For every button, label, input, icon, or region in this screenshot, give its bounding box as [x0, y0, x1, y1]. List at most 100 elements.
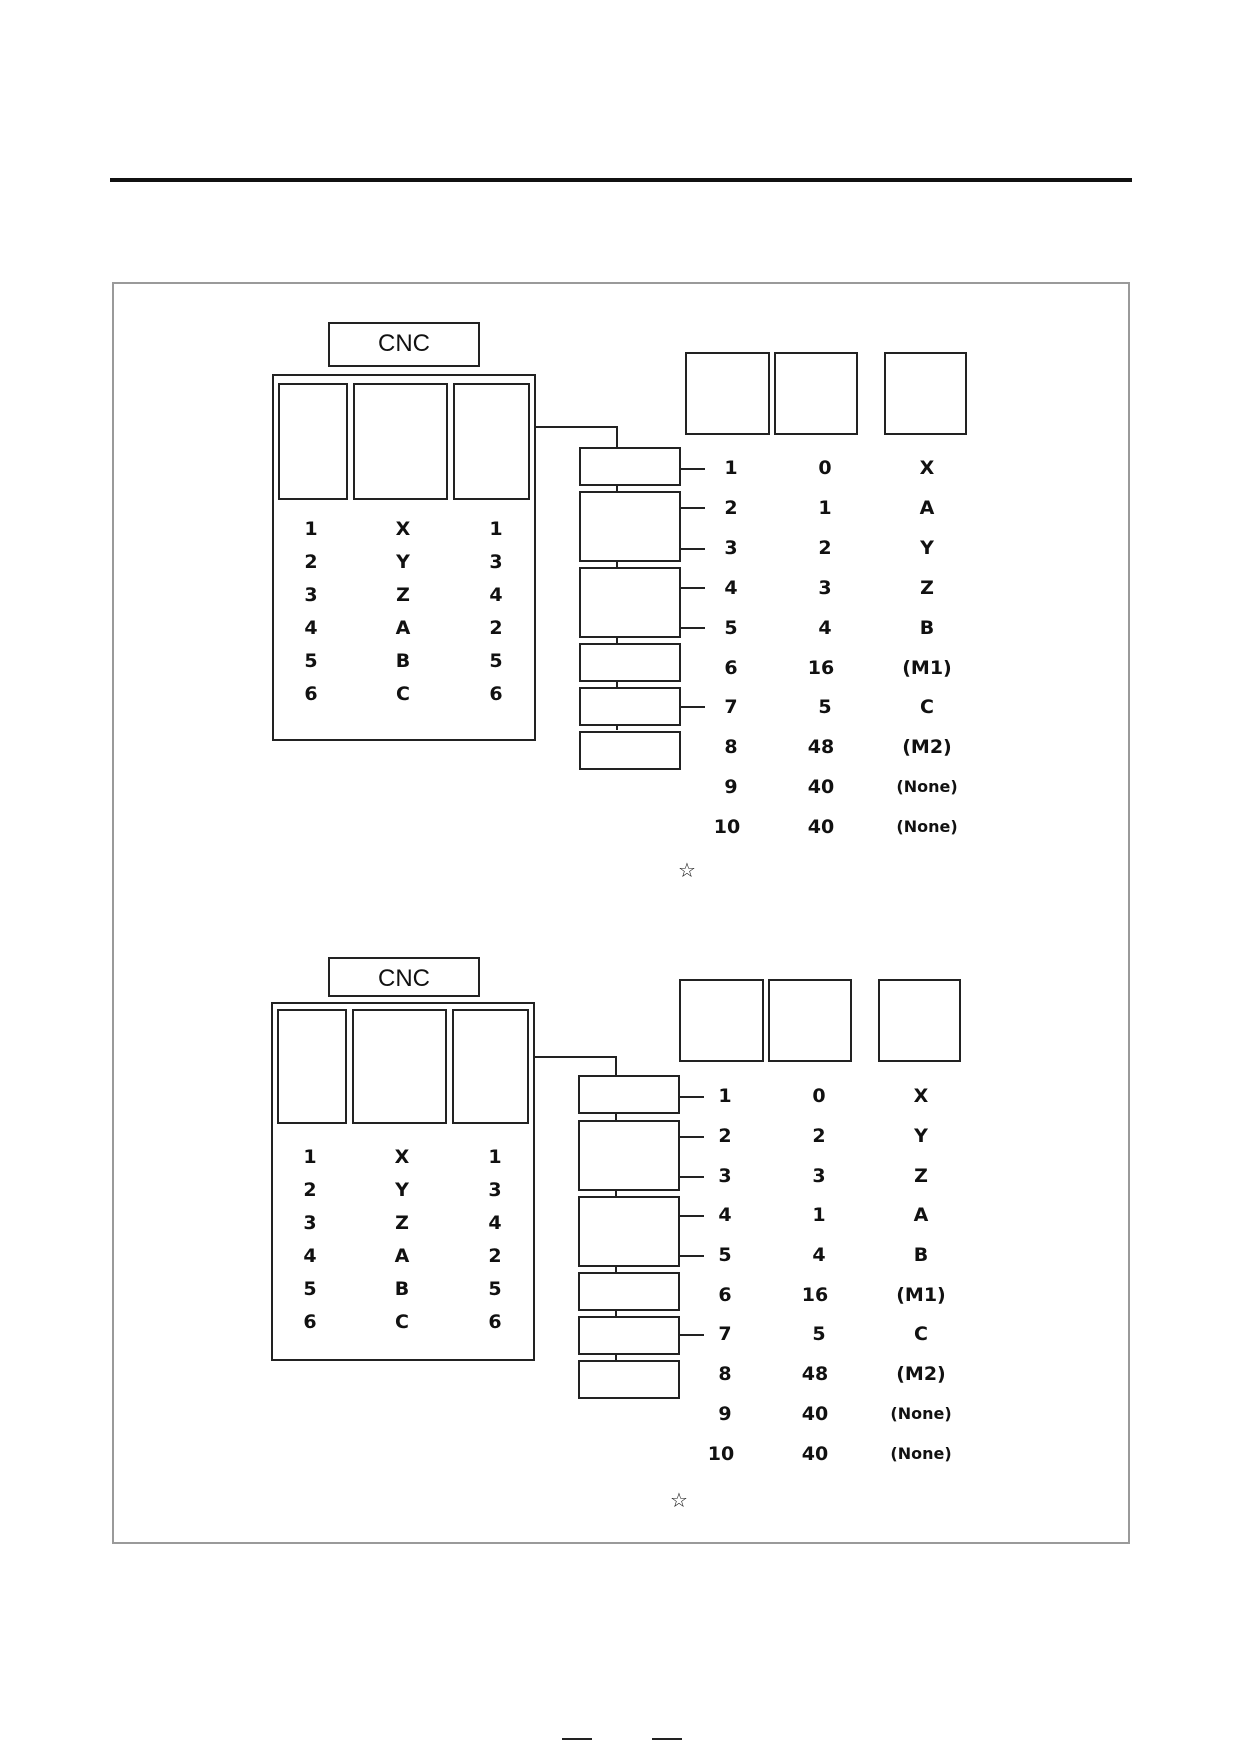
footer-dash-left	[562, 1738, 592, 1740]
axis-col3-2: Y	[914, 1125, 928, 1147]
axis-col1-7: 7	[724, 696, 738, 718]
amp-box-2	[579, 491, 681, 562]
axis-col3-8: (M2)	[902, 736, 952, 758]
cnc-col3-4: 2	[489, 617, 503, 639]
cnc-col2-2: Y	[396, 551, 410, 573]
cnc-col3-6: 6	[488, 1311, 502, 1333]
tick-3	[681, 548, 705, 550]
tick-7	[681, 706, 705, 708]
cnc-col3-3: 4	[488, 1212, 502, 1234]
axis-col2-3: 3	[812, 1165, 826, 1187]
axis-col2-2: 1	[818, 497, 832, 519]
cnc-label: CNC	[378, 330, 430, 357]
axis-header-cell-3	[884, 352, 967, 435]
axis-col3-6: (M1)	[902, 657, 952, 679]
diagram-2: CNC 1 2 3 4 5 6 X Y Z A B C 1 3 4 2 5 6 …	[0, 0, 1239, 1510]
cnc-col1-5: 5	[303, 1278, 317, 1300]
cnc-col3-3: 4	[489, 584, 503, 606]
cnc-col2-2: Y	[395, 1179, 409, 1201]
axis-col2-2: 2	[812, 1125, 826, 1147]
cnc-col1-4: 4	[304, 617, 318, 639]
axis-col3-10: (None)	[890, 1444, 952, 1463]
axis-col2-9: 40	[807, 776, 835, 798]
top-rule	[110, 178, 1132, 182]
cnc-col1-4: 4	[303, 1245, 317, 1267]
cnc-col2-4: A	[395, 617, 411, 639]
cnc-col3-5: 5	[488, 1278, 502, 1300]
cnc-col2-5: B	[395, 650, 411, 672]
amp-box-2	[578, 1120, 680, 1191]
amp-box-1	[578, 1075, 680, 1114]
cnc-col1-6: 6	[304, 683, 318, 705]
axis-col2-5: 4	[812, 1244, 826, 1266]
axis-col3-9: (None)	[896, 777, 958, 796]
cnc-label-box: CNC	[328, 322, 480, 367]
axis-col2-4: 3	[818, 577, 832, 599]
axis-col1-6: 6	[724, 657, 738, 679]
cnc-col3-1: 1	[489, 518, 503, 540]
cnc-col1-6: 6	[303, 1311, 317, 1333]
axis-header-cell-3	[878, 979, 961, 1062]
axis-col2-1: 0	[818, 457, 832, 479]
axis-col3-1: X	[919, 457, 935, 479]
cnc-col1-1: 1	[303, 1146, 317, 1168]
axis-col1-2: 2	[724, 497, 738, 519]
amp-box-3	[578, 1196, 680, 1267]
axis-col1-9: 9	[724, 776, 738, 798]
tick-2	[680, 1136, 704, 1138]
axis-col3-5: B	[919, 617, 935, 639]
tick-1	[680, 1096, 704, 1098]
tick-4	[680, 1215, 704, 1217]
tick-7	[680, 1334, 704, 1336]
star-icon: ☆	[670, 1488, 688, 1512]
tick-2	[681, 507, 705, 509]
axis-col3-7: C	[914, 1323, 928, 1345]
amp-box-1	[579, 447, 681, 486]
cnc-col1-1: 1	[304, 518, 318, 540]
amp-box-5	[579, 687, 681, 726]
cnc-col2-4: A	[394, 1245, 410, 1267]
cnc-col1-3: 3	[303, 1212, 317, 1234]
axis-col2-8: 48	[801, 1363, 829, 1385]
footer-dash-right	[652, 1738, 682, 1740]
axis-col3-2: A	[919, 497, 935, 519]
axis-col3-3: Y	[920, 537, 934, 559]
cnc-col3-2: 3	[489, 551, 503, 573]
axis-col1-2: 2	[718, 1125, 732, 1147]
cnc-header-cell-1	[278, 383, 348, 500]
axis-col2-10: 40	[801, 1443, 829, 1465]
cnc-col2-3: Z	[395, 1212, 409, 1234]
figure-frame	[112, 282, 1130, 1544]
axis-col2-7: 5	[812, 1323, 826, 1345]
cnc-col2-1: X	[395, 518, 411, 540]
axis-col2-6: 16	[807, 657, 835, 679]
axis-col3-9: (None)	[890, 1404, 952, 1423]
axis-col1-8: 8	[718, 1363, 732, 1385]
axis-col2-10: 40	[807, 816, 835, 838]
axis-col2-8: 48	[807, 736, 835, 758]
cnc-label-box: CNC	[328, 957, 480, 997]
axis-col1-7: 7	[718, 1323, 732, 1345]
axis-col3-3: Z	[914, 1165, 928, 1187]
axis-col3-1: X	[913, 1085, 929, 1107]
axis-col3-5: B	[913, 1244, 929, 1266]
amp-box-3	[579, 567, 681, 638]
axis-col3-6: (M1)	[896, 1284, 946, 1306]
axis-col3-7: C	[920, 696, 934, 718]
axis-header-cell-2	[768, 979, 852, 1062]
amp-box-6	[579, 731, 681, 770]
cnc-col2-3: Z	[396, 584, 410, 606]
axis-col3-4: Z	[920, 577, 934, 599]
axis-col3-4: A	[913, 1204, 929, 1226]
cnc-header-cell-2	[352, 1009, 447, 1124]
axis-col2-4: 1	[812, 1204, 826, 1226]
amp-box-6	[578, 1360, 680, 1399]
axis-col3-8: (M2)	[896, 1363, 946, 1385]
cnc-label: CNC	[378, 965, 430, 992]
cnc-col1-2: 2	[303, 1179, 317, 1201]
star-icon: ☆	[678, 858, 696, 882]
axis-col1-5: 5	[724, 617, 738, 639]
cnc-col1-2: 2	[304, 551, 318, 573]
axis-col2-9: 40	[801, 1403, 829, 1425]
connector-h	[536, 426, 618, 428]
